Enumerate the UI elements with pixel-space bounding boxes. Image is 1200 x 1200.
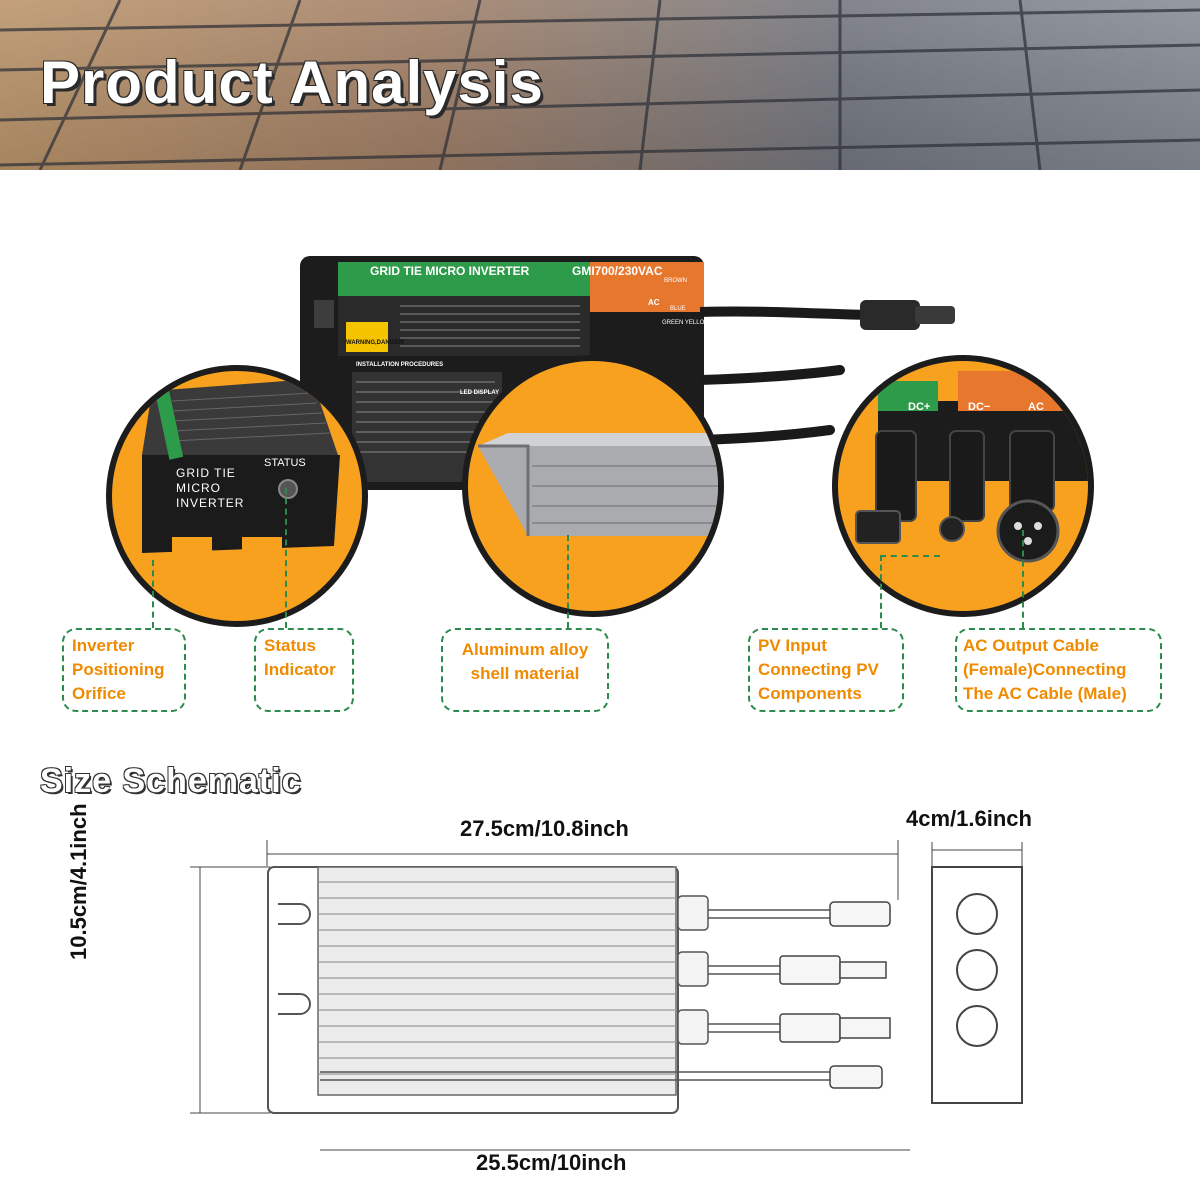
dimension-height: 10.5cm/4.1inch [66,803,91,960]
connector-line-pv-h [880,555,940,557]
connector-line-orifice [152,560,154,628]
callout-1-line2: Positioning [72,660,165,679]
solar-panel-background [0,0,1200,170]
warning-label: WARNING,DANGER! [346,340,405,346]
zoom-circle-aluminum-shell [462,355,724,617]
callout-4-line2: Connecting PV [758,660,879,679]
inverter-label-title: GRID TIE MICRO INVERTER [370,264,529,278]
dimension-width: 4cm/1.6inch [906,806,1032,831]
callout-pv-input: PV Input Connecting PV Components [748,628,904,712]
callout-5-line2: (Female)Connecting [963,660,1127,679]
led-display-label: LED DISPLAY [460,390,500,396]
port-label-dc-plus: DC+ [908,401,931,413]
inverter-ac-label: AC [648,298,660,307]
callout-aluminum-shell: Aluminum alloy shell material [441,628,609,712]
zoom-circle-front-panel: GRID TIE MICRO INVERTER STATUS [106,365,368,627]
callout-4-line3: Components [758,684,862,703]
callout-1-line3: Orifice [72,684,126,703]
callout-positioning-orifice: Inverter Positioning Orifice [62,628,186,712]
header-banner: Product Analysis [0,0,1200,170]
callout-5-line1: AC Output Cable [963,636,1099,655]
callout-3-line2: shell material [470,664,580,683]
dimension-total-length: 27.5cm/10.8inch [460,816,629,841]
callout-status-indicator: Status Indicator [254,628,354,712]
inverter-brown-label: BROWN [664,278,687,284]
connector-line-aluminum [567,535,569,628]
inverter-model: GMI700/230VAC [572,264,663,278]
callout-4-line1: PV Input [758,636,827,655]
inverter-blue-label: BLUE [670,306,686,312]
port-label-dc-minus: DC− [968,401,991,413]
callout-2-line2: Indicator [264,660,336,679]
zoom-circle-connectors: DC+ DC− AC [832,355,1094,617]
connector-line-pv [880,555,882,628]
dimension-body-length: 25.5cm/10inch [476,1150,627,1175]
front-panel-line1: GRID TIE [176,466,236,480]
size-schematic-drawing [190,840,1023,1151]
inverter-label-title-text: GRID TIE MICRO INVERTER [370,264,530,278]
front-panel-line2: MICRO [176,481,221,495]
size-schematic-title: Size Schematic [40,762,302,800]
inverter-cables [700,300,955,445]
front-panel-line3: INVERTER [176,496,245,510]
callout-1-line1: Inverter [72,636,135,655]
page-title: Product Analysis [40,49,544,116]
install-procedures-label: INSTALLATION PROCEDURES [356,362,444,368]
callout-5-line3: The AC Cable (Male) [963,684,1127,703]
connector-line-status [285,488,287,628]
callout-2-line1: Status [264,636,316,655]
callout-ac-output: AC Output Cable (Female)Connecting The A… [955,628,1162,712]
connector-line-ac [1022,530,1024,628]
status-label: STATUS [264,457,306,469]
inverter-green-label: GREEN YELLOW [662,320,710,326]
callout-3-line1: Aluminum alloy [461,640,589,659]
port-label-ac: AC [1028,401,1044,413]
